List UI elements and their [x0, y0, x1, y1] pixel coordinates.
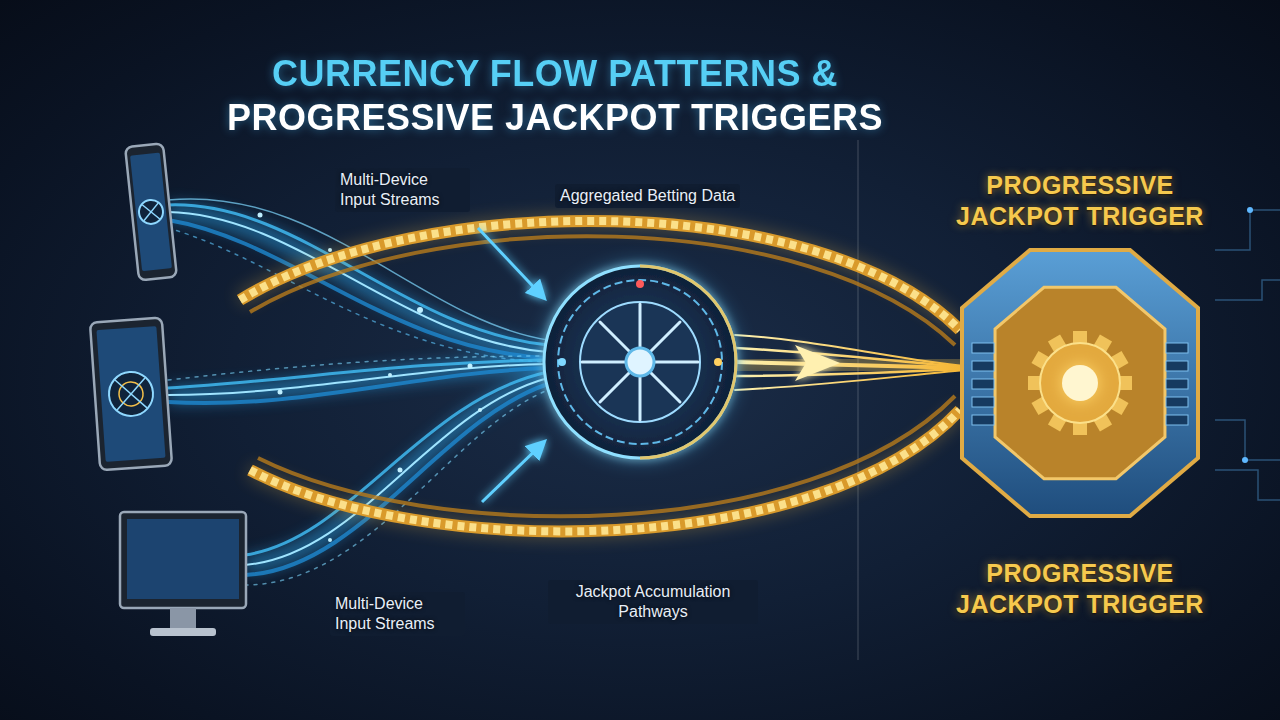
monitor-neck: [170, 608, 196, 628]
monitor-device: [120, 512, 246, 636]
beam-line: [735, 362, 965, 368]
wheel-glow: [536, 258, 744, 466]
leader-arrow: [482, 442, 544, 502]
node-heading: PROGRESSIVE JACKPOT TRIGGER: [945, 170, 1215, 232]
phone-wheel-spoke: [142, 203, 160, 221]
vent: [1166, 379, 1188, 389]
tablet-device: [90, 318, 172, 471]
vent: [972, 343, 994, 353]
machine-housing: [962, 250, 1198, 516]
monitor-screen: [127, 519, 239, 599]
circuit-line: [1215, 280, 1280, 300]
particle: [278, 390, 283, 395]
label-holder: Multi-Device Input Streams: [330, 592, 465, 636]
wheel-pocket: [558, 358, 566, 366]
tablet-frame: [90, 318, 172, 471]
particle: [398, 468, 403, 473]
vent: [1166, 343, 1188, 353]
wheel-spokes: [582, 304, 698, 420]
wheel-pocket: [636, 280, 644, 288]
spoke: [600, 322, 680, 402]
particle: [417, 307, 423, 313]
roulette-wheel: [536, 258, 744, 466]
jackpot-beam: [735, 335, 965, 390]
vent: [1166, 415, 1188, 425]
stream-line: [245, 384, 548, 575]
tablet-wheel-spoke: [115, 378, 147, 410]
wheel-ring: [558, 280, 722, 444]
gear-teeth: [1028, 331, 1132, 435]
label-holder: Jackpot Accumulation Pathways: [548, 580, 758, 624]
diagram-title: CURRENCY FLOW PATTERNS & PROGRESSIVE JAC…: [145, 52, 965, 140]
spoke: [600, 322, 680, 402]
vent: [972, 415, 994, 425]
beam-line: [735, 370, 965, 390]
monitor-base: [150, 628, 216, 636]
vent: [1166, 397, 1188, 407]
side-vents: [1166, 343, 1188, 425]
vent: [972, 379, 994, 389]
gear-body: [1040, 343, 1120, 423]
wheel-inner: [580, 302, 700, 422]
machine-panel: [995, 287, 1165, 479]
stream-line: [168, 356, 548, 380]
wheel-pocket: [714, 358, 722, 366]
leader-arrow: [478, 228, 544, 298]
flow-label: Multi-Device Input Streams: [330, 592, 465, 636]
flow-label: Aggregated Betting Data: [555, 184, 740, 208]
phone-wheel-icon: [138, 199, 164, 225]
beam-arrowhead: [795, 345, 840, 381]
tablet-wheel-icon: [108, 370, 155, 417]
circuit-line: [1215, 210, 1280, 250]
phone-wheel-spoke: [142, 203, 160, 221]
monitor-frame: [120, 512, 246, 608]
tablet-wheel-spoke: [115, 378, 147, 410]
particle: [258, 213, 263, 218]
phone-screen: [130, 153, 172, 272]
title-holder: CURRENCY FLOW PATTERNS & PROGRESSIVE JAC…: [145, 52, 965, 140]
beam-line: [735, 348, 965, 367]
wheel-hub: [626, 348, 654, 376]
particle: [478, 408, 482, 412]
node-caption: PROGRESSIVE JACKPOT TRIGGER: [945, 558, 1215, 620]
particle: [328, 538, 332, 542]
wheel-rim: [544, 266, 736, 458]
vent: [972, 361, 994, 371]
circuit-dot: [1242, 457, 1248, 463]
circuit-line: [1215, 420, 1280, 460]
vent: [1166, 361, 1188, 371]
side-vents: [972, 343, 994, 425]
vent: [972, 397, 994, 407]
particle: [388, 373, 392, 377]
jackpot-machine: PROGRESSIVE JACKPOT TRIGGER PROGRESSIVE J…: [935, 170, 1225, 620]
flow-label: Jackpot Accumulation Pathways: [548, 580, 758, 624]
divider-line: [857, 140, 859, 660]
circuit-dot: [1247, 207, 1253, 213]
particle: [468, 364, 473, 369]
flow-label: Multi-Device Input Streams: [335, 168, 470, 212]
tablet-screen: [96, 326, 165, 462]
label-holder: Multi-Device Input Streams: [335, 168, 470, 212]
phone-device: [125, 143, 177, 280]
label-holder: Aggregated Betting Data: [555, 184, 740, 208]
phone-frame: [125, 143, 177, 280]
stream-line: [168, 220, 548, 358]
circuit-line: [1215, 470, 1280, 500]
gear-core: [1062, 365, 1098, 401]
machine-shape: [960, 248, 1200, 518]
